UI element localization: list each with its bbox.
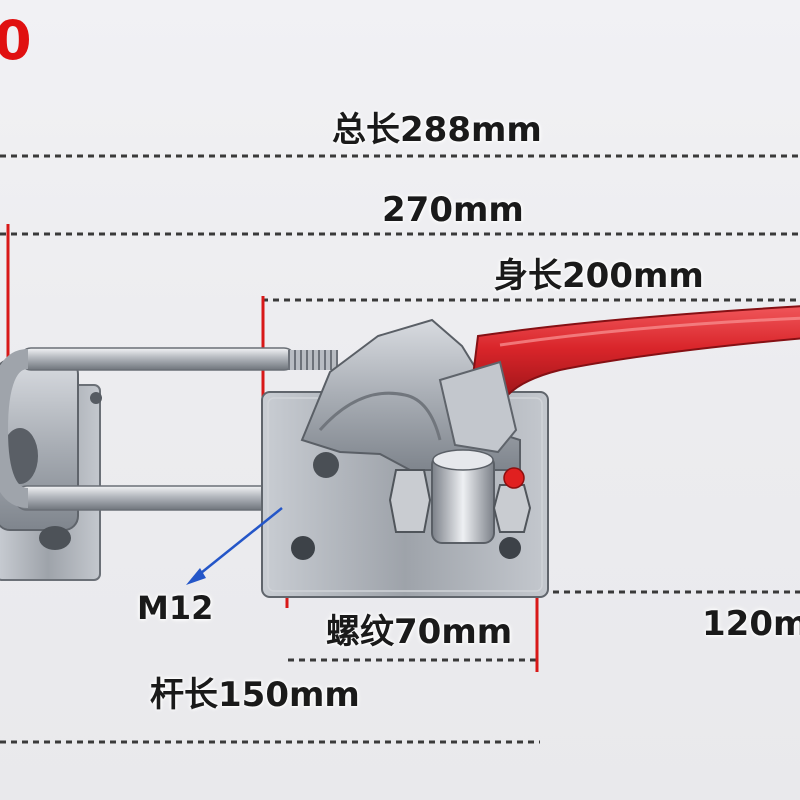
height-120-label: 120m bbox=[702, 604, 800, 644]
pivot-pin bbox=[431, 449, 495, 544]
thread-arrow bbox=[186, 507, 283, 585]
dimension-lines bbox=[0, 154, 800, 744]
u-hook-rod bbox=[0, 347, 296, 511]
upper-thread bbox=[288, 350, 338, 370]
corner-mark: 0 bbox=[0, 9, 32, 72]
body-length-label: 身长200mm bbox=[494, 256, 704, 296]
total-length-label: 总长288mm bbox=[332, 110, 542, 150]
handle-lever bbox=[438, 360, 518, 454]
span-270-label: 270mm bbox=[382, 190, 524, 230]
thread-length-label: 螺纹70mm bbox=[326, 612, 513, 652]
rod-length-label: 杆长150mm bbox=[150, 675, 360, 715]
red-cap bbox=[503, 467, 525, 489]
hook-base bbox=[0, 359, 102, 581]
thread-spec-label: M12 bbox=[137, 589, 214, 627]
red-handle bbox=[468, 305, 800, 402]
hex-nuts bbox=[388, 469, 532, 533]
